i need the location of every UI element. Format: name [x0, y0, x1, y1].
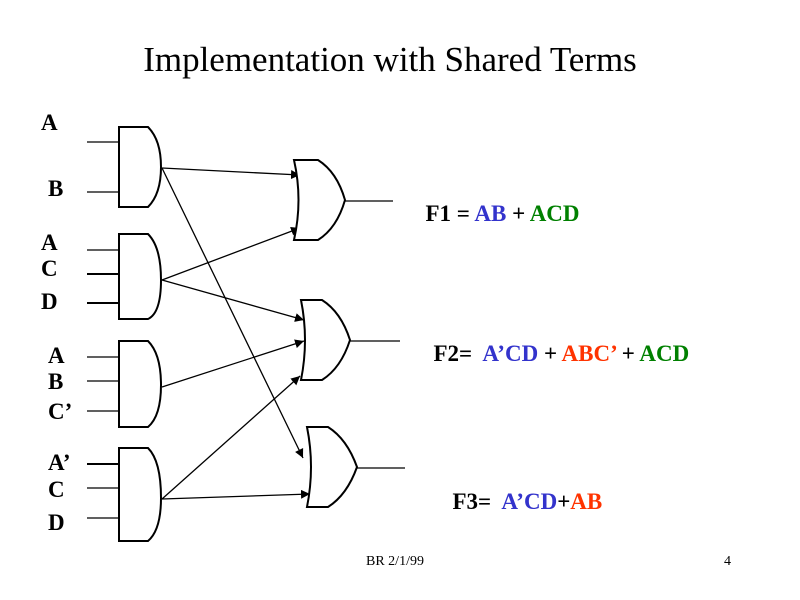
- equation-f3: F3= A’CD+AB: [441, 463, 603, 515]
- input-label-a: A: [41, 230, 58, 255]
- plus-sign: +: [506, 201, 530, 226]
- wire-abc-prime-to-f2: [161, 339, 305, 388]
- plus-sign: +: [616, 341, 640, 366]
- input-label-d: D: [41, 289, 58, 314]
- equation-f1-lhs: F1 =: [425, 201, 475, 226]
- equation-f2-lhs: F2=: [433, 341, 483, 366]
- input-label-a: A: [48, 343, 65, 368]
- page-number: 4: [724, 554, 731, 569]
- wire-a-prime-cd-to-f3: [161, 489, 311, 500]
- and-gate-abc-prime: [118, 340, 163, 428]
- input-label-d: D: [48, 510, 65, 535]
- term-a-prime-cd: A’CD: [482, 341, 539, 366]
- input-label-c-prime: C’: [48, 399, 73, 424]
- input-label-a: A: [41, 110, 58, 135]
- and-gate-a-prime-cd: [118, 447, 163, 542]
- term-ab: AB: [474, 201, 507, 226]
- input-label-c: C: [48, 477, 65, 502]
- wire-acd-to-f1: [161, 226, 301, 281]
- input-label-b: B: [48, 369, 64, 394]
- equation-f3-lhs: F3=: [452, 489, 502, 514]
- or-gate-f3: [305, 426, 359, 508]
- wire-ab-to-f3: [161, 167, 304, 459]
- or-gate-f1: [292, 159, 347, 241]
- input-label-a-prime: A’: [48, 450, 71, 475]
- term-acd: ACD: [639, 341, 690, 366]
- and-gate-acd: [118, 233, 163, 320]
- term-ab: AB: [570, 489, 603, 514]
- term-acd: ACD: [529, 201, 580, 226]
- slide-title: Implementation with Shared Terms: [143, 40, 637, 79]
- plus-sign: +: [557, 489, 571, 514]
- wire-a-prime-cd-to-f2: [161, 375, 301, 500]
- term-abc-prime: ABC’: [561, 341, 617, 366]
- input-label-c: C: [41, 256, 58, 281]
- equation-f2: F2= A’CD + ABC’ + ACD: [422, 315, 690, 367]
- wire-acd-to-f2: [161, 279, 305, 322]
- or-gate-f2: [299, 299, 352, 381]
- input-label-b: B: [48, 176, 64, 201]
- wire-ab-to-f1: [161, 167, 301, 180]
- and-gate-ab: [118, 126, 163, 208]
- equation-f1: F1 = AB + ACD: [414, 175, 580, 227]
- term-a-prime-cd: A’CD: [501, 489, 558, 514]
- footer-text: BR 2/1/99: [366, 554, 424, 569]
- plus-sign: +: [538, 341, 562, 366]
